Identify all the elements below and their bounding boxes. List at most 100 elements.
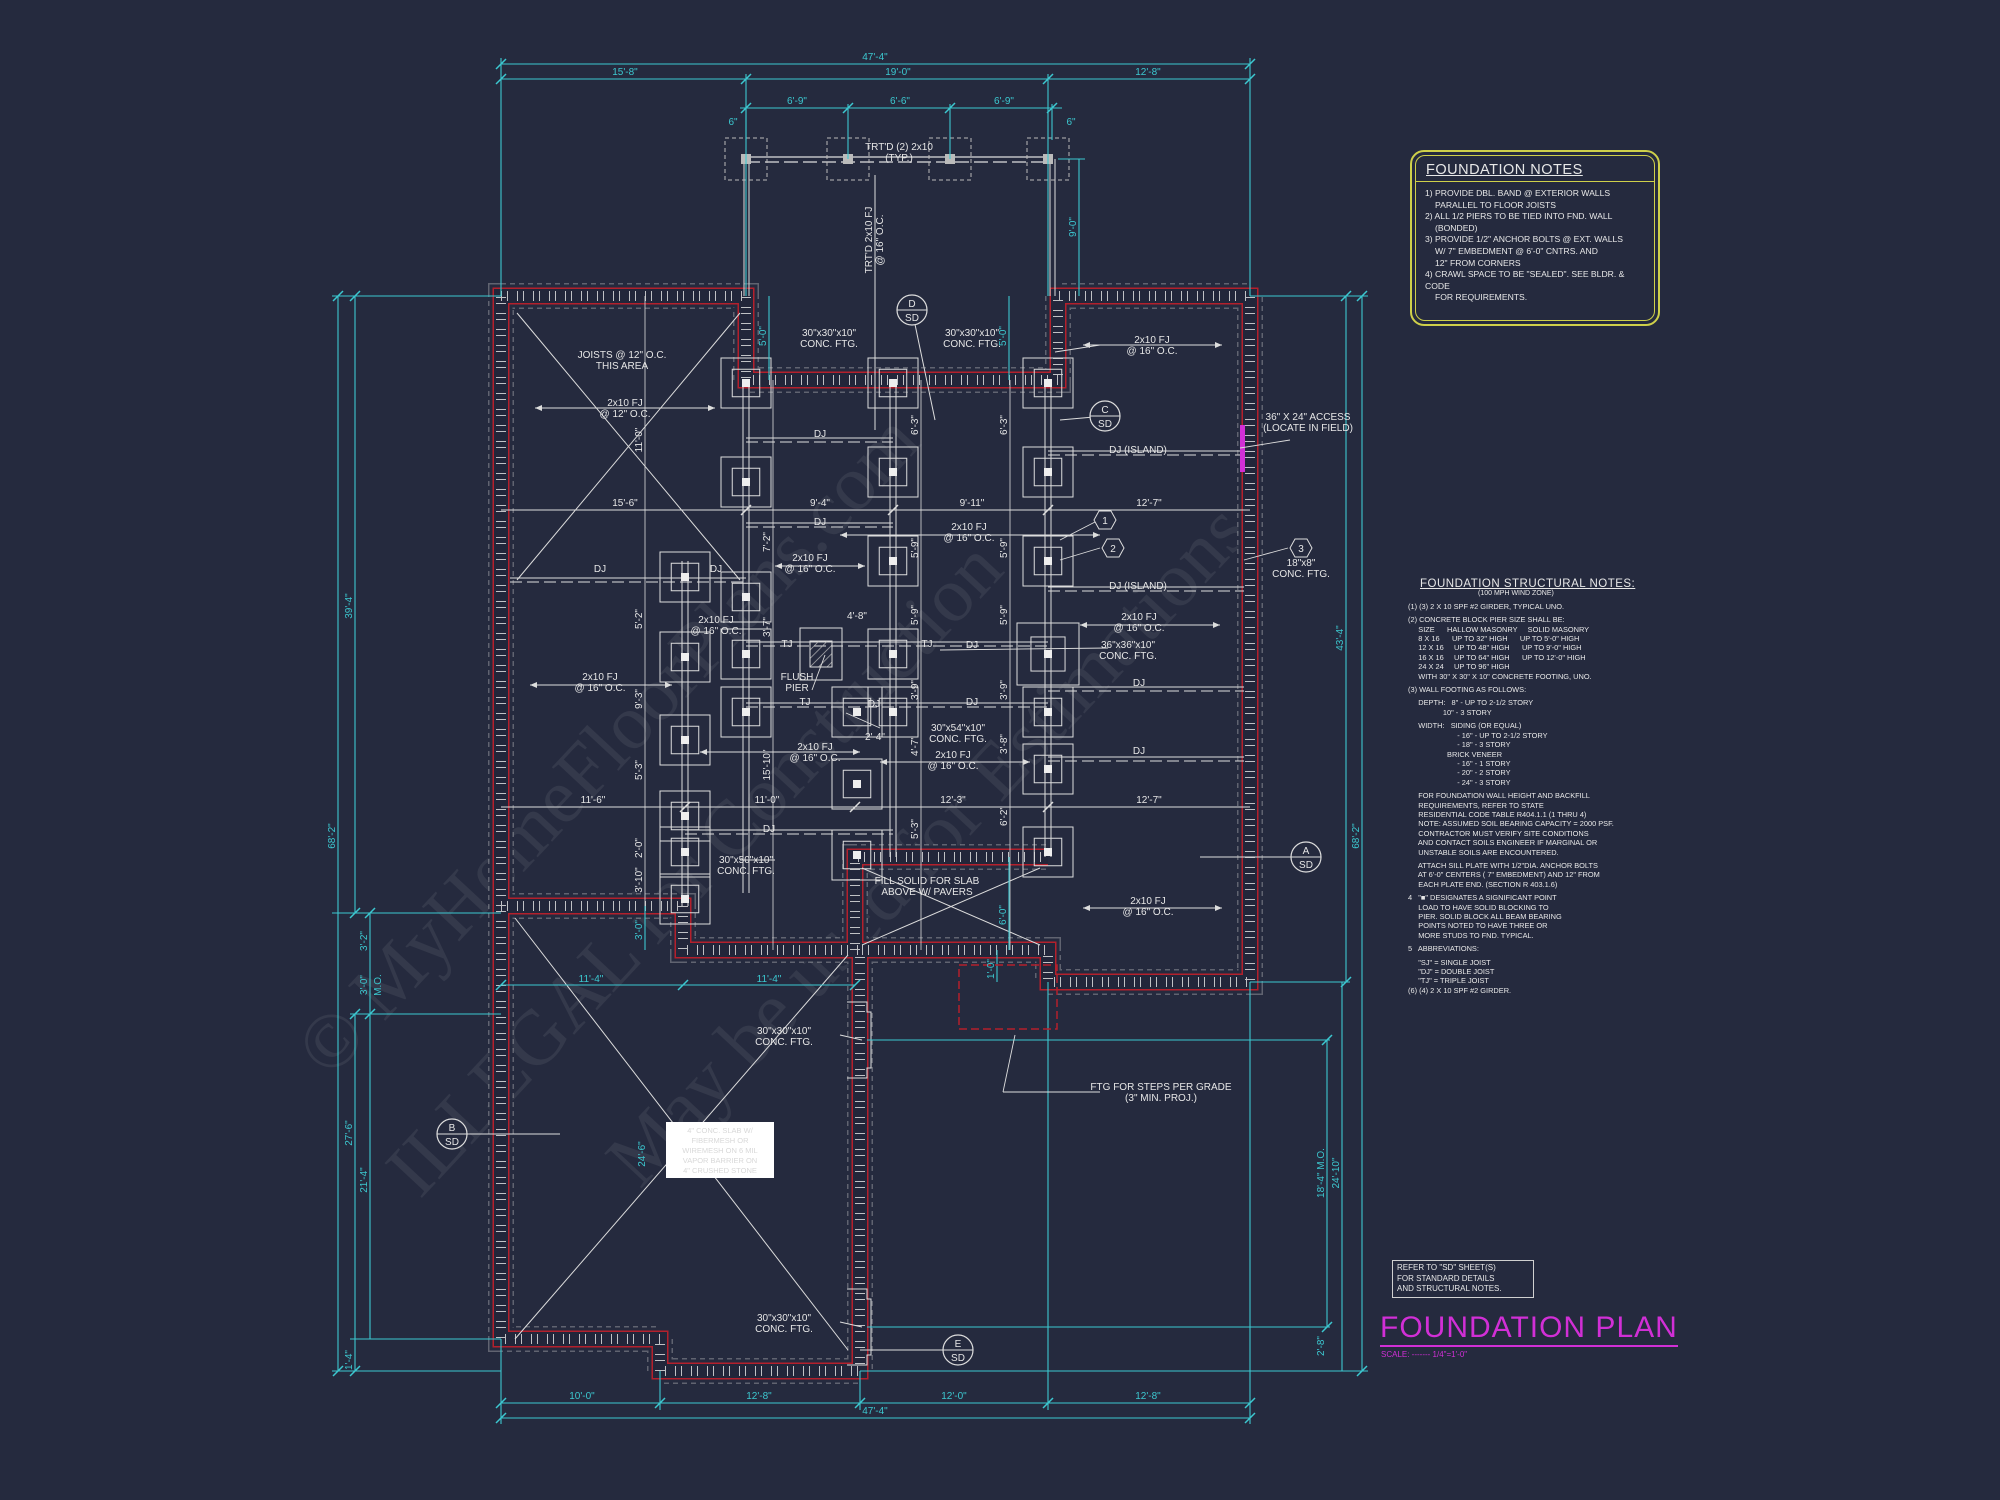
dimension-text: 12'-7" bbox=[1136, 795, 1162, 806]
pier-footing bbox=[659, 551, 711, 603]
plan-label: 30"x54"x10" bbox=[931, 723, 985, 734]
plan-label: PIER bbox=[785, 683, 808, 694]
structural-note-line: MORE STUDS TO FND. TYPICAL. bbox=[1408, 930, 1534, 940]
dimension-tick bbox=[1042, 1397, 1054, 1409]
plan-label: @ 16" O.C. bbox=[1114, 623, 1165, 634]
point-load-marker bbox=[1044, 557, 1052, 565]
dimension-tick bbox=[654, 1397, 666, 1409]
dimension-text: 18'-4" M.O. bbox=[1316, 1148, 1327, 1198]
plan-label: 30"x30"x10" bbox=[757, 1026, 811, 1037]
plan-label: DJ bbox=[1133, 746, 1145, 757]
structural-note-line: PIER. SOLID BLOCK ALL BEAM BEARING bbox=[1408, 912, 1562, 921]
pier-footing bbox=[659, 873, 711, 925]
plan-label: 2x10 FJ bbox=[582, 672, 618, 683]
leader-line bbox=[1239, 439, 1291, 449]
dimension-text: 24'-6" bbox=[637, 1141, 648, 1167]
dimension-tick bbox=[1244, 58, 1256, 70]
structural-note-line: UNSTABLE SOILS ARE ENCOUNTERED. bbox=[1408, 847, 1559, 857]
dimension-text: 11'-0" bbox=[634, 427, 645, 452]
structural-note-line: - 16" - UP TO 2-1/2 STORY bbox=[1408, 730, 1548, 740]
dimension-tick bbox=[887, 504, 899, 516]
dimension-tick bbox=[740, 504, 752, 516]
callout-hexagon bbox=[1093, 510, 1117, 530]
pier-footing bbox=[1022, 535, 1074, 587]
dimension-tick bbox=[1340, 976, 1352, 988]
dimension-text: 6'-3" bbox=[999, 415, 1010, 435]
plan-label: DJ (ISLAND) bbox=[1109, 445, 1167, 456]
structural-note-line: LOAD TO HAVE SOLID BLOCKING TO bbox=[1408, 902, 1549, 912]
pier-footing bbox=[1016, 622, 1080, 686]
structural-note-line: (2) CONCRETE BLOCK PIER SIZE SHALL BE: bbox=[1408, 615, 1565, 625]
pier-footing bbox=[831, 829, 883, 881]
point-load-marker bbox=[681, 895, 689, 903]
dimension-text: 6" bbox=[1066, 117, 1076, 128]
plan-label: @ 16" O.C. bbox=[691, 626, 742, 637]
point-load-marker bbox=[742, 379, 750, 387]
dimension-tick bbox=[1340, 290, 1352, 302]
plan-label: 2x10 FJ bbox=[797, 742, 833, 753]
pier-footing bbox=[1022, 357, 1074, 409]
plan-label: CONC. FTG. bbox=[929, 734, 987, 745]
structural-note-line: 16 x 16 UP TO 64" HIGH UP TO 12'-0" HIGH bbox=[1408, 652, 1586, 662]
refer-note-line: REFER TO "SD" SHEET(S) bbox=[1397, 1263, 1496, 1272]
concrete-block-pier bbox=[1033, 754, 1063, 784]
refer-note-line: FOR STANDARD DETAILS bbox=[1397, 1273, 1495, 1283]
plan-label: @ 16" O.C. bbox=[790, 753, 841, 764]
point-load-marker bbox=[889, 708, 897, 716]
area-diagonal bbox=[516, 312, 741, 581]
dimension-text: 3'-8" bbox=[999, 734, 1010, 754]
dimension-text: 47'-4" bbox=[862, 1406, 888, 1417]
flush-pier bbox=[809, 640, 833, 668]
pier-footing bbox=[659, 790, 711, 842]
dimension-text: 4'-8" bbox=[847, 611, 867, 622]
dimension-text: 19'-0" bbox=[885, 67, 911, 78]
structural-note-line: - 20" - 2 STORY bbox=[1408, 768, 1511, 778]
leader-line bbox=[839, 1321, 863, 1328]
callout-number: 2 bbox=[1110, 544, 1116, 555]
plan-label: DJ bbox=[710, 564, 722, 575]
plan-label: 30"x30"x10" bbox=[757, 1313, 811, 1324]
dimension-text: 12'-3" bbox=[940, 795, 966, 806]
plan-label: CONC. FTG. bbox=[1099, 651, 1157, 662]
dimension-text: 2'-8" bbox=[1316, 1336, 1327, 1356]
plan-label: CONC. FTG. bbox=[755, 1037, 813, 1048]
plan-label: 2x10 FJ bbox=[1130, 896, 1166, 907]
section-cut-line bbox=[911, 309, 936, 421]
dimension-text: 11'-4" bbox=[757, 974, 782, 985]
structural-note-line: FOR FOUNDATION WALL HEIGHT AND BACKFILL bbox=[1408, 791, 1590, 801]
plan-label: 2x10 FJ bbox=[1121, 612, 1157, 623]
structural-note-line: NOTE: ASSUMED SOIL BEARING CAPACITY = 20… bbox=[1408, 819, 1614, 829]
plan-label: TJ bbox=[781, 639, 792, 650]
concrete-block-pier bbox=[670, 642, 700, 672]
pier-footing bbox=[831, 758, 883, 810]
leader-line bbox=[939, 647, 1109, 651]
leader-line bbox=[1002, 1034, 1016, 1093]
dimension-tick bbox=[1244, 73, 1256, 85]
section-marker-sheet: SD bbox=[905, 313, 919, 324]
dimension-text: 2'-4" bbox=[865, 732, 885, 743]
plan-label: TRT'D 2x10 FJ bbox=[864, 207, 875, 274]
dimension-text: 7'-2" bbox=[762, 532, 773, 552]
dimension-tick bbox=[679, 801, 691, 813]
dimension-tick bbox=[349, 1365, 361, 1377]
pier-footing bbox=[659, 714, 711, 766]
dimension-text: 6'-9" bbox=[994, 96, 1014, 107]
dimension-tick bbox=[332, 1365, 344, 1377]
plan-label: @ 16" O.C. bbox=[928, 761, 979, 772]
foundation-note-line: FOR REQUIREMENTS. bbox=[1435, 292, 1528, 303]
drawing-title: FOUNDATION PLAN bbox=[1380, 1311, 1678, 1347]
dimension-tick bbox=[332, 290, 344, 302]
pier-footing bbox=[867, 535, 919, 587]
structural-note-line: REQUIREMENTS, REFER TO STATE bbox=[1408, 800, 1544, 810]
foundation-note-line: W/ 7" EMBEDMENT @ 6'-0" CNTRS. AND bbox=[1435, 245, 1598, 256]
concrete-block-pier bbox=[878, 546, 908, 576]
plan-label: CONC. FTG. bbox=[717, 866, 775, 877]
structural-note-line: 24 x 24 UP TO 96" HIGH bbox=[1408, 662, 1510, 672]
plan-label: DJ (ISLAND) bbox=[1109, 581, 1167, 592]
concrete-block-pier bbox=[842, 769, 872, 799]
structural-note-line: CONTRACTOR MUST VERIFY SITE CONDITIONS bbox=[1408, 828, 1589, 838]
pier-footing bbox=[867, 628, 919, 680]
structural-notes-subtitle: (100 MPH WIND ZONE) bbox=[1478, 590, 1554, 598]
dimension-text: 5'-9" bbox=[999, 605, 1010, 625]
